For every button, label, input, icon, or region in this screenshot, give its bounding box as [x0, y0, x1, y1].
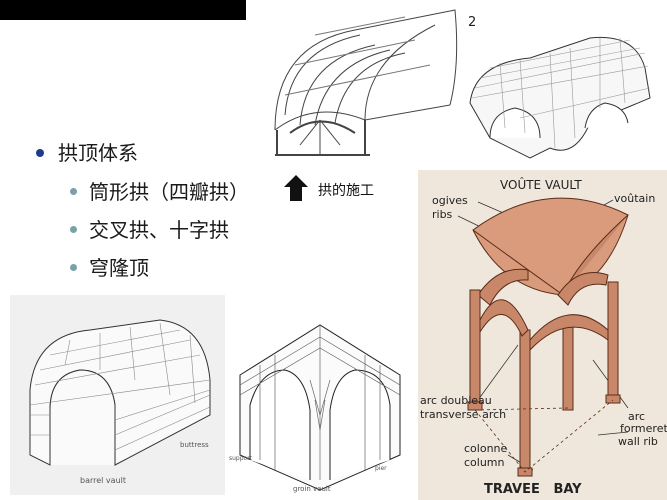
up-arrow-icon	[284, 175, 308, 201]
title-bar	[0, 0, 246, 20]
label-colonne: colonne	[464, 442, 508, 455]
figure-number: 2	[468, 15, 476, 30]
label-arc: arc	[628, 410, 645, 423]
barrel-vault-centering-drawing	[274, 9, 458, 156]
label-transverse-arch: transverse arch	[420, 408, 506, 421]
svg-text:groin vault: groin vault	[293, 485, 331, 493]
label-formeret: formeret	[620, 422, 667, 435]
label-ribs: ribs	[432, 208, 453, 221]
label-ogives: ogives	[432, 194, 468, 207]
diagram-title: VOÛTE VAULT	[500, 177, 582, 192]
bullet-dot	[36, 148, 44, 157]
arrow-caption: 拱的施工	[318, 183, 374, 199]
svg-text:buttress: buttress	[180, 441, 209, 449]
label-voutain: voûtain	[614, 192, 655, 205]
label-travee-bay: TRAVEE BAY	[484, 482, 582, 497]
label-arc-doubleau: arc doubleau	[420, 394, 492, 407]
svg-text:pier: pier	[375, 465, 387, 472]
svg-text:support: support	[229, 455, 253, 462]
bullet-sub-3: 穹隆顶	[70, 252, 149, 281]
label-wall-rib: wall rib	[618, 435, 658, 448]
bullet-text: 交叉拱、十字拱	[89, 218, 229, 242]
barrel-vault-drawing: barrel vault buttress	[10, 295, 225, 495]
bullet-text: 穹隆顶	[89, 256, 149, 280]
bullet-sub-1: 筒形拱（四瓣拱）	[70, 176, 249, 205]
label-column: column	[464, 456, 505, 469]
rib-vault-diagram: VOÛTE VAULT ogives ribs voûtain arc doub…	[418, 170, 667, 500]
bullet-main: 拱顶体系	[36, 137, 138, 166]
bullet-dot	[70, 188, 77, 195]
bullet-dot	[70, 264, 77, 271]
bullet-text: 筒形拱（四瓣拱）	[89, 180, 249, 204]
bullet-sub-2: 交叉拱、十字拱	[70, 214, 229, 243]
svg-text:barrel vault: barrel vault	[80, 476, 126, 485]
bullet-dot	[70, 226, 77, 233]
bullet-text: 拱顶体系	[58, 141, 138, 165]
intersecting-brick-vault-drawing: 2	[468, 15, 651, 159]
groin-vault-drawing: groin vault support pier	[229, 324, 401, 493]
